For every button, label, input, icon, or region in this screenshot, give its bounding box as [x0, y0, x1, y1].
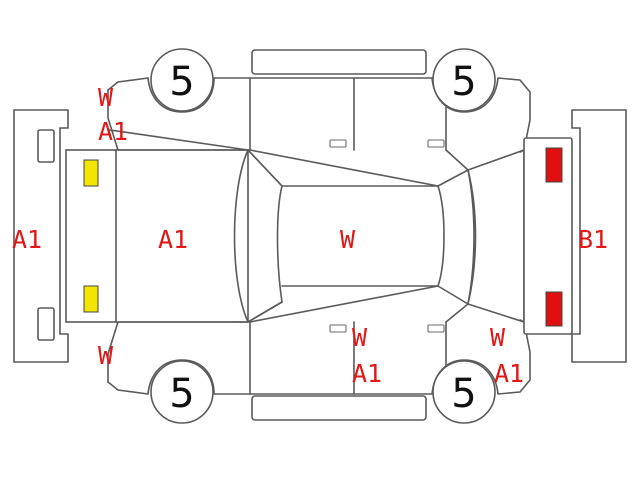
tire-front-right-marker: 5: [169, 371, 194, 417]
tire-rear-left-marker: 5: [451, 59, 476, 105]
label-rear-bumper: B1: [578, 225, 608, 254]
label-front-fender-a1: A1: [98, 117, 128, 146]
label-rear-quarter-right-w: W: [490, 323, 506, 352]
roof-rail-top: [251, 49, 427, 75]
label-roof: W: [340, 225, 356, 254]
tire-front-left: 5: [150, 48, 214, 112]
tire-rear-left: 5: [432, 48, 496, 112]
label-hood: A1: [158, 225, 188, 254]
label-front-bumper: A1: [12, 225, 42, 254]
body-side-lower: [107, 319, 531, 395]
rear-fascia: [523, 137, 573, 335]
tire-front-right: 5: [150, 360, 214, 424]
front-fog-light-bottom: [37, 307, 55, 341]
tire-rear-right-marker: 5: [451, 371, 476, 417]
front-fog-light-top: [37, 129, 55, 163]
front-bumper: [13, 109, 69, 363]
label-door-right-a1: A1: [352, 359, 382, 388]
body-top-view: [65, 129, 573, 335]
headlight-bottom: [83, 285, 99, 313]
tire-rear-right: 5: [432, 360, 496, 424]
headlight-top: [83, 159, 99, 187]
taillight-top: [545, 147, 563, 183]
label-door-right-w: W: [352, 323, 368, 352]
label-front-fender-right-w: W: [98, 341, 114, 370]
roof-rail-bottom: [251, 395, 427, 421]
tire-front-left-marker: 5: [169, 59, 194, 105]
label-front-fender-w: W: [98, 83, 114, 112]
label-rear-quarter-right-a1: A1: [494, 359, 524, 388]
taillight-bottom: [545, 291, 563, 327]
